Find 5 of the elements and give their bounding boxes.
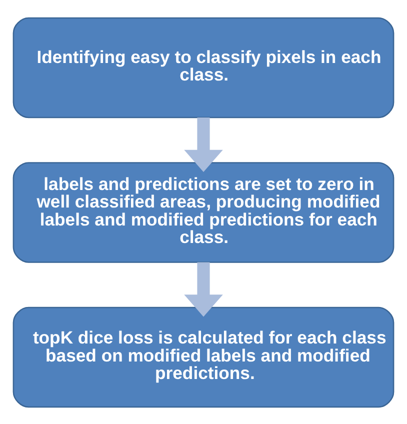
node-box: Identifying easy to classify pixels in each class. — [12, 16, 394, 118]
arrow — [184, 262, 223, 316]
node-box: labels and predictions are set to zero in well classified areas, producing modified labels and modified predictions for each class. — [12, 162, 394, 262]
arrow — [184, 117, 223, 172]
node-box: topK dice loss is calculated for each class based on modified labels and modified predictions. — [12, 306, 394, 408]
